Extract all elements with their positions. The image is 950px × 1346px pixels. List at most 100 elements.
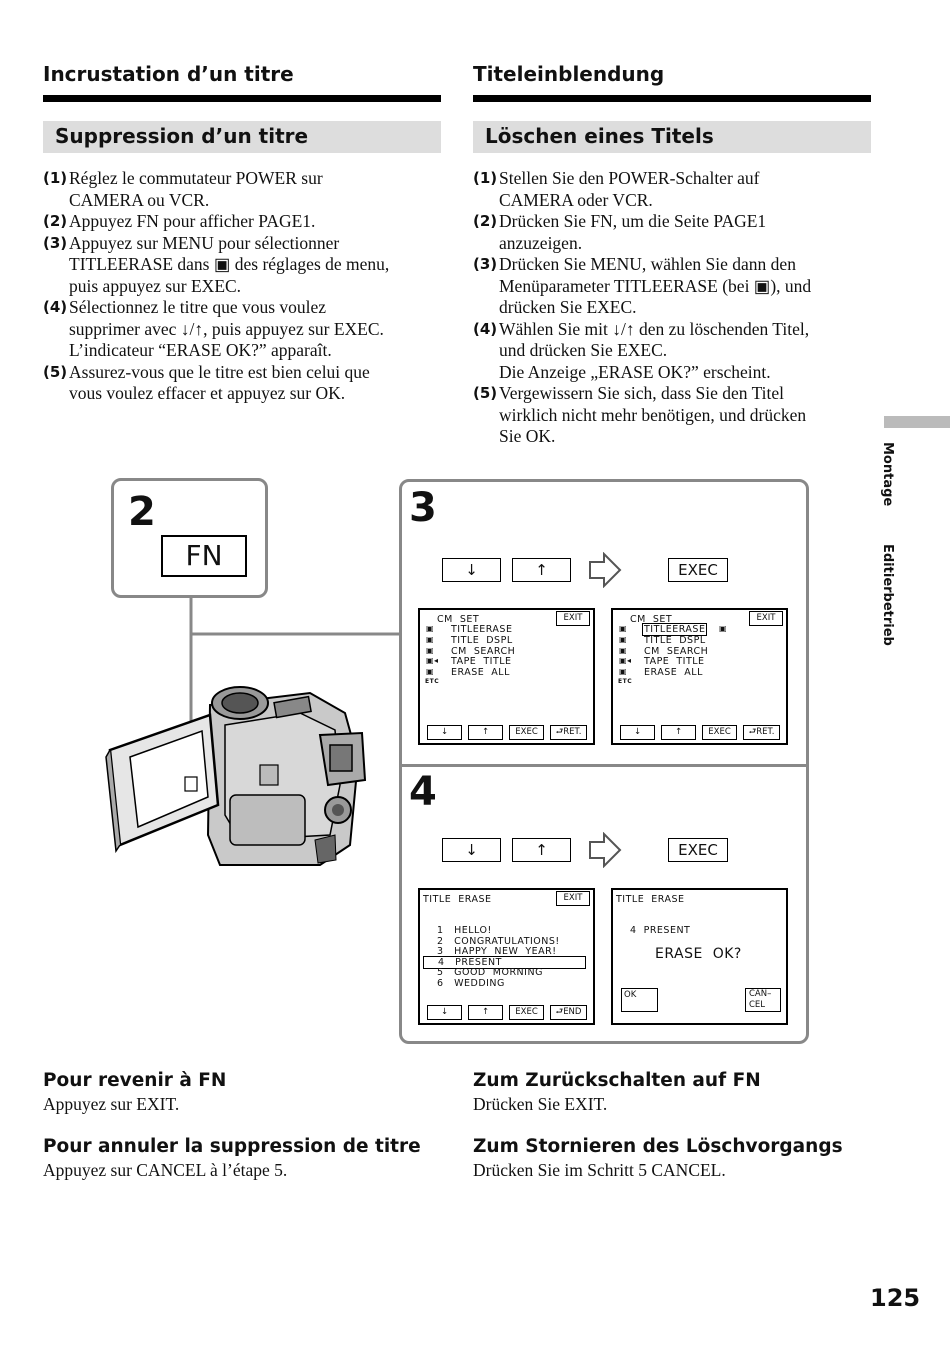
arrow-right-icon bbox=[589, 832, 622, 868]
menu-item[interactable]: TITLEERASE bbox=[451, 624, 513, 635]
side-label-montage: Montage bbox=[880, 442, 895, 507]
menu-icon: ▣ bbox=[426, 646, 435, 655]
ok-button[interactable]: OK bbox=[621, 988, 658, 1012]
step4-exec-button[interactable]: EXEC bbox=[668, 838, 728, 862]
fr-title-rule bbox=[43, 95, 441, 102]
cm-menu-icon: ▣◂ bbox=[619, 656, 632, 665]
menu-item[interactable]: TAPE TITLE bbox=[451, 656, 512, 667]
side-label-editierbetrieb: Editierbetrieb bbox=[880, 544, 895, 646]
de-step: (1)Stellen Sie den POWER-Schalter auf CA… bbox=[473, 168, 760, 210]
step2-box: 2 FN bbox=[111, 478, 268, 598]
etc-label: ETC bbox=[425, 678, 440, 685]
cm-menu-icon: ▣ bbox=[719, 624, 728, 633]
menu-icon: ▣ bbox=[619, 667, 628, 676]
de-step: (4)Wählen Sie mit ↓/↑ den zu löschenden … bbox=[473, 318, 810, 382]
step4-down-button[interactable]: ↓ bbox=[442, 838, 501, 862]
step3-up-button[interactable]: ↑ bbox=[512, 558, 571, 582]
screen-up-button[interactable]: ↑ bbox=[468, 725, 503, 740]
de-step: (2)Drücken Sie FN, um die Seite PAGE1 an… bbox=[473, 211, 767, 253]
menu-item[interactable]: TITLE DSPL bbox=[451, 635, 513, 646]
title-list-item[interactable]: 3 HAPPY NEW YEAR! bbox=[437, 946, 557, 957]
de-section-title: Titeleinblendung bbox=[473, 62, 665, 86]
confirm-title-name: 4 PRESENT bbox=[630, 925, 691, 936]
menu-icon: ▣ bbox=[426, 667, 435, 676]
menu-icon: ▣ bbox=[426, 624, 435, 633]
cm-menu-icon: ▣◂ bbox=[426, 656, 439, 665]
title-erase-list-screen: TITLE ERASE EXIT 1 HELLO! 2 CONGRATULATI… bbox=[418, 888, 595, 1025]
menu-item[interactable]: TAPE TITLE bbox=[644, 656, 705, 667]
title-list-item-selected[interactable]: 4 PRESENT bbox=[423, 956, 586, 969]
screen-exec-button[interactable]: EXEC bbox=[509, 725, 544, 740]
de-step: (3)Drücken Sie MENU, wählen Sie dann den… bbox=[473, 254, 812, 317]
menu-item[interactable]: TITLE DSPL bbox=[644, 635, 706, 646]
cm-set-screen-left: CM SET EXIT ▣ ▣ ▣ ▣◂ ▣ TITLEERASE TITLE … bbox=[418, 608, 595, 745]
screen-down-button[interactable]: ↓ bbox=[427, 1005, 462, 1020]
menu-item[interactable]: ERASE ALL bbox=[451, 667, 510, 678]
screen-exec-button[interactable]: EXEC bbox=[509, 1005, 544, 1020]
cm-screen-title: CM SET bbox=[630, 614, 673, 625]
cm-set-screen-right: CM SET EXIT ▣ ▣ ▣ ▣◂ ▣ TITLEERASE ▣ TITL… bbox=[611, 608, 788, 745]
de-back-heading: Zum Zurückschalten auf FN bbox=[473, 1070, 761, 1091]
screen-up-button[interactable]: ↑ bbox=[468, 1005, 503, 1020]
fr-cancel-text: Appuyez sur CANCEL à l’étape 5. bbox=[43, 1160, 288, 1180]
side-tab bbox=[884, 416, 950, 428]
de-step: (5)Vergewissern Sie sich, dass Sie den T… bbox=[473, 383, 807, 446]
de-back-text: Drücken Sie EXIT. bbox=[473, 1094, 608, 1114]
title-erase-exit-button[interactable]: EXIT bbox=[556, 891, 590, 906]
title-erase-heading: TITLE ERASE bbox=[423, 894, 492, 905]
screen-exec-button[interactable]: EXEC bbox=[702, 725, 737, 740]
menu-item[interactable]: CM SEARCH bbox=[644, 646, 709, 657]
step3-down-button[interactable]: ↓ bbox=[442, 558, 501, 582]
de-title-rule bbox=[473, 95, 871, 102]
menu-item[interactable]: CM SEARCH bbox=[451, 646, 516, 657]
fr-steps: (1)Réglez le commutateur POWER sur CAMER… bbox=[43, 168, 443, 405]
fr-back-text: Appuyez sur EXIT. bbox=[43, 1094, 180, 1114]
step3-number: 3 bbox=[409, 485, 437, 531]
screen-down-button[interactable]: ↓ bbox=[620, 725, 655, 740]
fn-button[interactable]: FN bbox=[161, 535, 247, 577]
fr-step: (2)Appuyez FN pour afficher PAGE1. bbox=[43, 211, 316, 231]
fr-step: (1)Réglez le commutateur POWER sur CAMER… bbox=[43, 168, 323, 210]
fr-back-heading: Pour revenir à FN bbox=[43, 1070, 227, 1091]
fr-step: (4)Sélectionnez le titre que vous voulez… bbox=[43, 297, 384, 360]
cm-screen-title: CM SET bbox=[437, 614, 480, 625]
menu-icon: ▣ bbox=[619, 635, 628, 644]
title-list-item[interactable]: 6 WEDDING bbox=[437, 978, 505, 989]
erase-ok-question: ERASE OK? bbox=[655, 946, 742, 962]
de-subtitle-bar: Löschen eines Titels bbox=[473, 121, 871, 153]
fr-subtitle-bar: Suppression d’un titre bbox=[43, 121, 441, 153]
de-cancel-text: Drücken Sie im Schritt 5 CANCEL. bbox=[473, 1160, 726, 1180]
title-list-item[interactable]: 2 CONGRATULATIONS! bbox=[437, 936, 560, 947]
menu-item-selected[interactable]: TITLEERASE bbox=[642, 623, 708, 636]
camcorder-illustration bbox=[105, 686, 367, 866]
de-subtitle: Löschen eines Titels bbox=[485, 124, 714, 148]
erase-confirm-screen: TITLE ERASE 4 PRESENT ERASE OK? OK CAN– … bbox=[611, 888, 788, 1025]
screen-return-button[interactable]: ⮐RET. bbox=[550, 725, 587, 740]
step3-exec-button[interactable]: EXEC bbox=[668, 558, 728, 582]
fr-step: (5)Assurez-vous que le titre est bien ce… bbox=[43, 361, 370, 404]
menu-icon: ▣ bbox=[619, 646, 628, 655]
menu-icon: ▣ bbox=[619, 624, 628, 633]
cm-exit-button[interactable]: EXIT bbox=[749, 611, 783, 626]
screen-up-button[interactable]: ↑ bbox=[661, 725, 696, 740]
fr-subtitle: Suppression d’un titre bbox=[55, 124, 309, 148]
title-list-item[interactable]: 5 GOOD MORNING bbox=[437, 967, 543, 978]
menu-icon: ▣ bbox=[426, 635, 435, 644]
return-icon: ⮐ bbox=[555, 727, 564, 737]
step-divider bbox=[402, 764, 806, 767]
return-icon: ⮐ bbox=[748, 727, 757, 737]
cancel-button[interactable]: CAN– CEL bbox=[745, 988, 781, 1012]
step4-number: 4 bbox=[409, 769, 437, 815]
cm-exit-button[interactable]: EXIT bbox=[556, 611, 590, 626]
title-list-item[interactable]: 1 HELLO! bbox=[437, 925, 492, 936]
de-cancel-heading: Zum Stornieren des Löschvorgangs bbox=[473, 1136, 843, 1157]
arrow-right-icon bbox=[589, 552, 622, 588]
menu-item[interactable]: ERASE ALL bbox=[644, 667, 703, 678]
fr-section-title: Incrustation d’un titre bbox=[43, 62, 294, 86]
screen-end-button[interactable]: ⮐END bbox=[550, 1005, 587, 1020]
fr-step: (3)Appuyez sur MENU pour sélectionner TI… bbox=[43, 232, 390, 296]
step4-up-button[interactable]: ↑ bbox=[512, 838, 571, 862]
screen-return-button[interactable]: ⮐RET. bbox=[743, 725, 780, 740]
confirm-heading: TITLE ERASE bbox=[616, 894, 685, 905]
screen-down-button[interactable]: ↓ bbox=[427, 725, 462, 740]
